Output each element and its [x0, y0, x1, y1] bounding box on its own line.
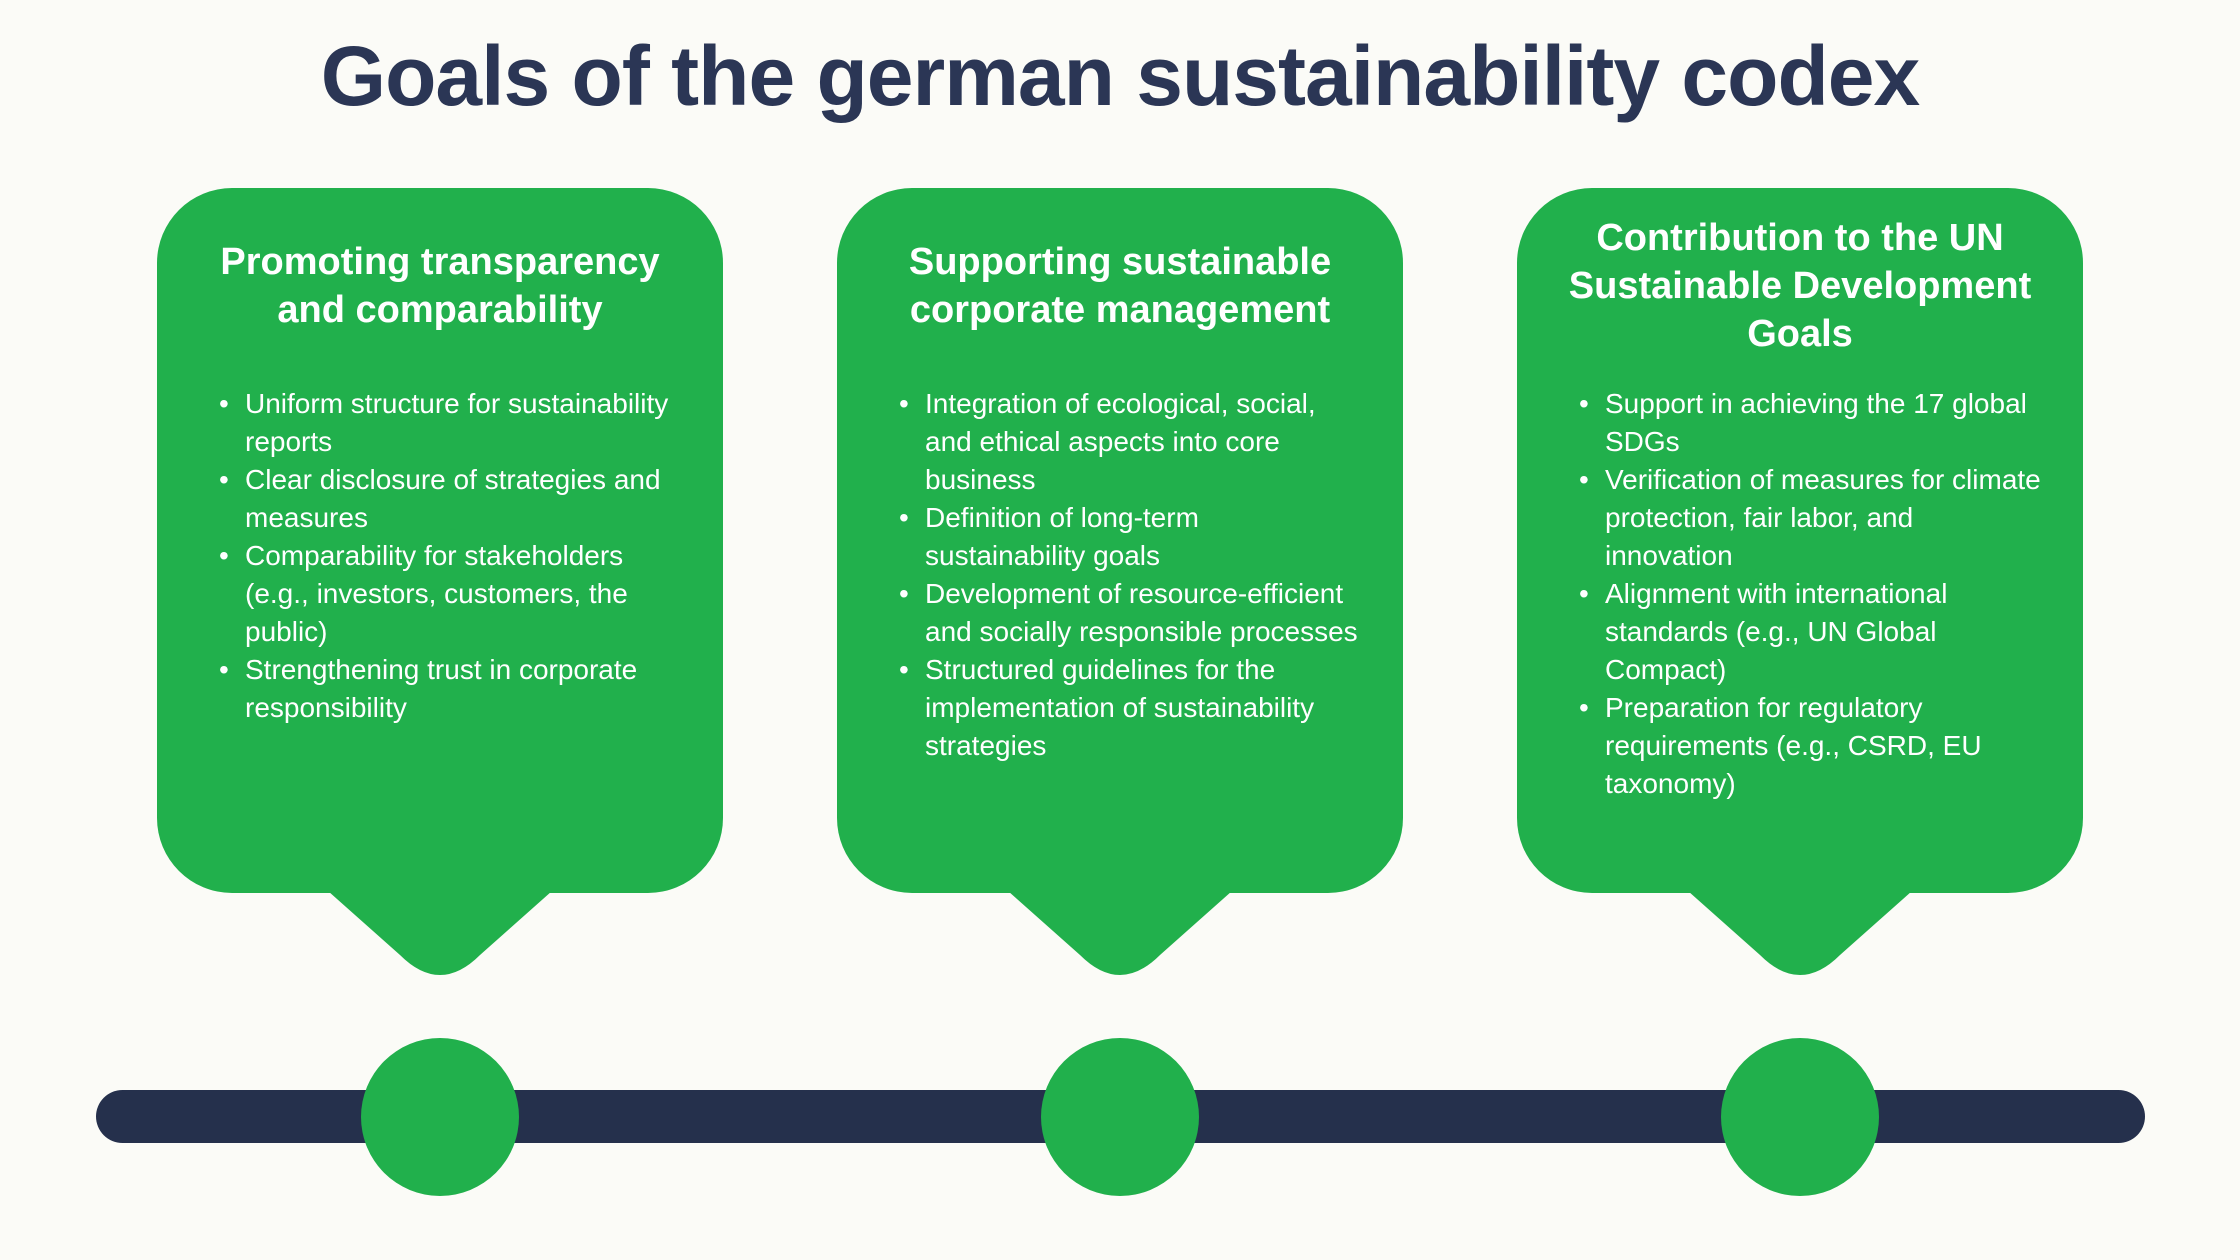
speech-bubble-tail — [1688, 891, 1912, 975]
goal-card-transparency: Promoting transparency and comparability… — [157, 188, 723, 975]
speech-bubble-tail — [328, 891, 552, 975]
speech-bubble-tail — [1008, 891, 1232, 975]
card-title-text: Supporting sustainable corporate managem… — [908, 240, 1332, 331]
bullet-item: Structured guidelines for the implementa… — [897, 651, 1363, 765]
bullet-item: Clear disclosure of strategies and measu… — [217, 461, 683, 537]
timeline-node-3 — [1721, 1038, 1879, 1196]
card-title: Promoting transparency and comparability — [157, 188, 723, 373]
bullet-item: Verification of measures for climate pro… — [1577, 461, 2043, 575]
card-bullet-list: Support in achieving the 17 global SDGs … — [1517, 385, 2083, 803]
card-bullet-list: Uniform structure for sustainability rep… — [157, 385, 723, 727]
card-title: Supporting sustainable corporate managem… — [837, 188, 1403, 373]
goal-card-corporate-management: Supporting sustainable corporate managem… — [837, 188, 1403, 975]
bullet-item: Comparability for stakeholders (e.g., in… — [217, 537, 683, 651]
card-title-text: Promoting transparency and comparability — [220, 240, 660, 331]
timeline-node-2 — [1041, 1038, 1199, 1196]
card-title-text: Contribution to the UN Sustainable Devel… — [1568, 216, 2032, 355]
card-bullet-list: Integration of ecological, social, and e… — [837, 385, 1403, 765]
bullet-item: Integration of ecological, social, and e… — [897, 385, 1363, 499]
bullet-item: Development of resource-efficient and so… — [897, 575, 1363, 651]
bullet-item: Support in achieving the 17 global SDGs — [1577, 385, 2043, 461]
bullet-item: Strengthening trust in corporate respons… — [217, 651, 683, 727]
page-title: Goals of the german sustainability codex — [320, 29, 1920, 123]
bullet-item: Uniform structure for sustainability rep… — [217, 385, 683, 461]
bullet-item: Definition of long-term sustainability g… — [897, 499, 1363, 575]
timeline-node-1 — [361, 1038, 519, 1196]
card-title: Contribution to the UN Sustainable Devel… — [1517, 188, 2083, 373]
goal-card-un-sdg: Contribution to the UN Sustainable Devel… — [1517, 188, 2083, 975]
bullet-item: Preparation for regulatory requirements … — [1577, 689, 2043, 803]
bullet-item: Alignment with international standards (… — [1577, 575, 2043, 689]
